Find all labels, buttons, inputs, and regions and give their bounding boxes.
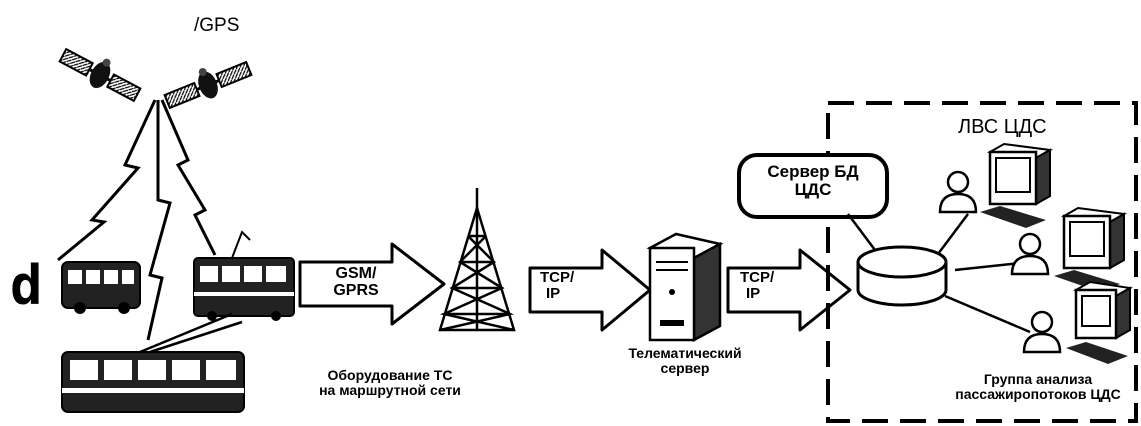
- user-icon: [1022, 310, 1062, 354]
- lan-boundary: [826, 101, 1138, 423]
- db-server-label: Сервер БД ЦДС: [767, 162, 859, 199]
- satellite-icon: [163, 60, 253, 110]
- monitor-icon: [1054, 206, 1128, 292]
- gsm-arrow: [298, 242, 446, 326]
- monitor-icon: [980, 142, 1054, 228]
- equipment-caption: Оборудование ТС на маршрутной сети: [319, 367, 461, 398]
- trolleybus-icon: [61, 312, 245, 413]
- db-server-callout: [737, 153, 889, 219]
- tcp-label-1: TCP/ IP: [540, 269, 575, 302]
- bus-letter: d: [10, 254, 43, 317]
- tram-icon: [193, 230, 295, 321]
- lan-title: ЛВС ЦДС: [958, 116, 1047, 138]
- gps-label: /GPS: [194, 15, 240, 36]
- bus-icon: [61, 261, 141, 314]
- radio-tower-icon: [438, 188, 516, 332]
- gsm-label: GSM/ GPRS: [333, 265, 379, 299]
- user-icon: [1010, 232, 1050, 276]
- tcp-arrow-1: [528, 248, 652, 332]
- server-icon: [646, 232, 724, 343]
- tcp-label-2: TCP/ IP: [740, 269, 775, 302]
- satellite-icon: [58, 47, 142, 103]
- user-icon: [938, 170, 978, 214]
- telematic-server-caption: Телематический сервер: [628, 345, 742, 376]
- satellite-link-lines: [57, 99, 217, 341]
- tcp-arrow-2: [726, 248, 852, 332]
- database-icon: [856, 245, 948, 307]
- monitor-icon: [1066, 280, 1133, 364]
- analysis-group-caption: Группа анализа пассажиропотоков ЦДС: [955, 371, 1121, 402]
